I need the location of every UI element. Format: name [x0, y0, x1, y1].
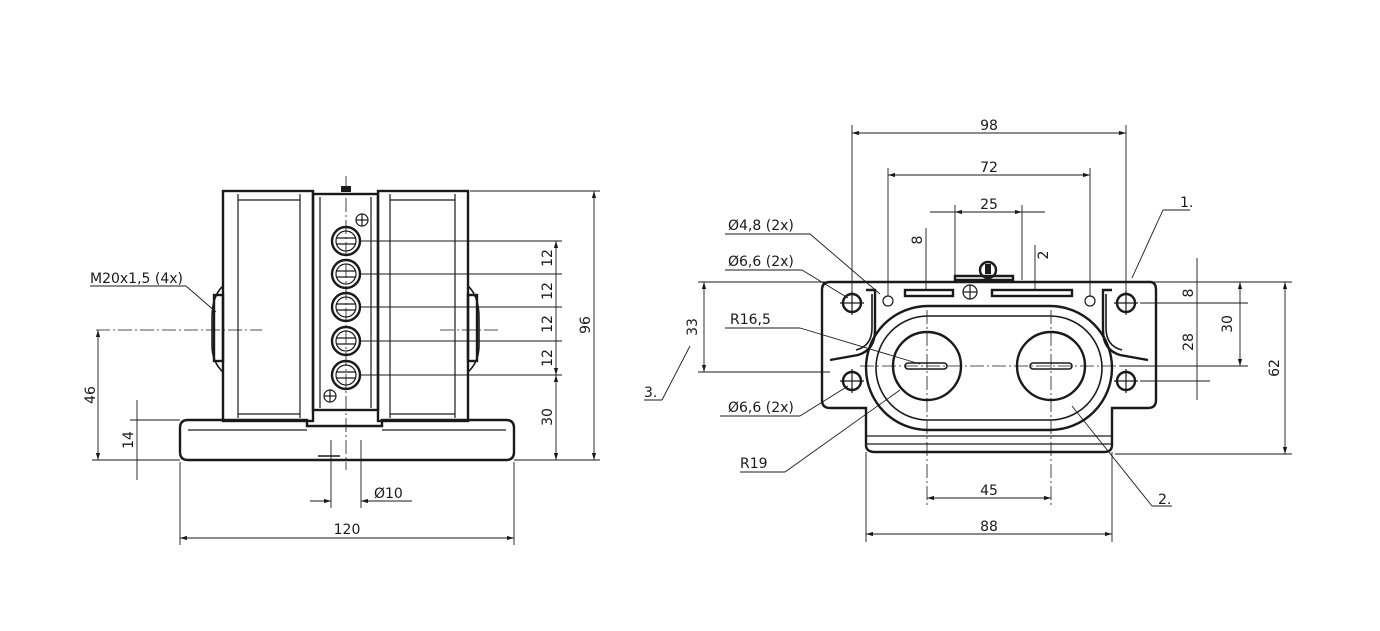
radius-19-label: R19	[740, 456, 768, 472]
hole-66-top-label: Ø6,6 (2x)	[728, 254, 794, 270]
callout-2: 2.	[1158, 492, 1171, 508]
radius-165-label: R16,5	[730, 312, 771, 328]
plunger-column	[311, 192, 380, 412]
thread-label: M20x1,5 (4x)	[90, 271, 183, 287]
slot-width-dim: 25	[980, 197, 998, 213]
oval-gasket-inner	[875, 315, 1103, 421]
callout-3: 3.	[644, 385, 657, 401]
left-view: M20x1,5 (4x) 12 12 12 12 30 96 46 14 Ø10…	[83, 176, 600, 545]
height-33-dim: 33	[685, 318, 701, 336]
height-62-dim: 62	[1267, 359, 1283, 377]
callout-1: 1.	[1180, 195, 1193, 211]
hole-offset-dim: 8	[1181, 289, 1197, 298]
pitch-dim-2: 12	[540, 282, 556, 300]
base-plate	[178, 418, 516, 462]
right-view: 98 72 25 8 2 Ø4,8 (2x) Ø6,6 (2x) R16,5 3…	[644, 118, 1292, 542]
hole-66-bottom-label: Ø6,6 (2x)	[728, 400, 794, 416]
hole-dim: Ø10	[374, 486, 403, 502]
pitch-dim-1: 12	[540, 249, 556, 267]
slot-offset-dim: 2	[1036, 251, 1052, 260]
width-dim: 120	[334, 522, 361, 538]
base-width-dim: 88	[980, 519, 998, 535]
foot-dim: 14	[121, 431, 137, 449]
height-dim: 96	[578, 316, 594, 334]
plunger-pitch-dim: 45	[980, 483, 998, 499]
hole-pitch-dim: 28	[1181, 333, 1197, 351]
housing-outline	[820, 280, 1158, 454]
slot-height-dim: 8	[910, 236, 926, 245]
axis-height-dim: 46	[83, 386, 99, 404]
overall-width-dim: 98	[980, 118, 998, 134]
base-dim: 30	[540, 408, 556, 426]
height-30-dim: 30	[1220, 315, 1236, 333]
oval-gasket-outer	[864, 304, 1114, 432]
pitch-dim-3: 12	[540, 315, 556, 333]
pitch-dim-4: 12	[540, 349, 556, 367]
inner-width-dim: 72	[980, 160, 998, 176]
hole-48-label: Ø4,8 (2x)	[728, 218, 794, 234]
